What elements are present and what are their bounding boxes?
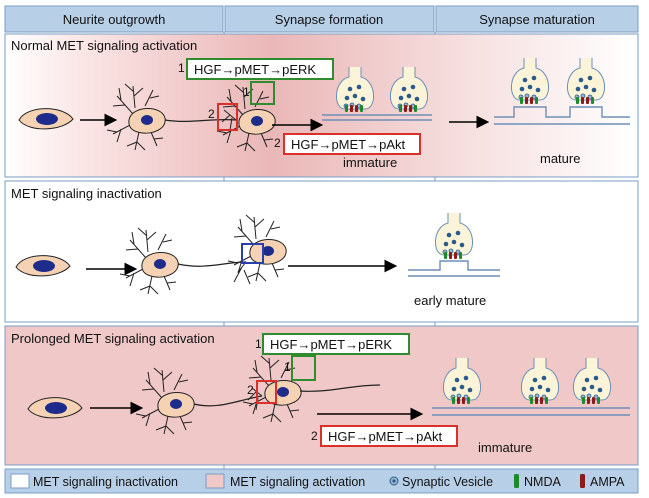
erk-pathway-number: 1 — [178, 61, 185, 75]
legend-nmda: NMDA — [524, 475, 561, 489]
akt-pathway-box — [320, 425, 458, 447]
header-synapse-maturation: Synapse maturation — [479, 12, 595, 27]
panel-inactivation-bg — [4, 180, 639, 323]
axon-terminal — [221, 109, 237, 131]
header-neurite-outgrowth-bg — [4, 5, 224, 33]
label-early-mature: early mature — [414, 293, 486, 308]
nmda-icon — [514, 474, 519, 488]
header-neurite-outgrowth: Neurite outgrowth — [63, 12, 166, 27]
panel-inactivation-title: MET signaling inactivation — [11, 186, 162, 201]
legend-swatch-activation — [205, 473, 225, 489]
header-synapse-formation-bg — [224, 5, 435, 33]
legend-ampa: AMPA — [590, 475, 625, 489]
akt-pathway-number: 2 — [274, 136, 281, 150]
erk-pathway-box — [186, 58, 334, 80]
akt-pathway-text: HGF→pMET→pAkt — [291, 137, 406, 152]
synapses-immature — [432, 357, 630, 416]
box-label-1: 1 — [243, 85, 250, 99]
legend-bg — [4, 468, 639, 494]
legend-vesicle: Synaptic Vesicle — [402, 475, 493, 489]
axon — [164, 119, 237, 122]
axon — [299, 384, 381, 392]
legend-inactivation: MET signaling inactivation — [33, 475, 178, 489]
legend-swatch-inactivation — [10, 473, 30, 489]
red-highlight-box — [217, 103, 238, 131]
panel-normal: Normal MET signaling activation 2 1 1 HG… — [4, 33, 639, 178]
panel-prolonged: Prolonged MET signaling activation 2 1 1… — [4, 325, 639, 466]
column-headers: Neurite outgrowth Synapse formation Syna… — [4, 5, 639, 33]
label-immature: immature — [478, 440, 532, 455]
green-highlight-box — [291, 355, 316, 381]
axon — [193, 395, 263, 407]
box-label-2: 2 — [247, 383, 254, 397]
red-highlight-box — [256, 380, 277, 404]
akt-pathway-number: 2 — [311, 429, 318, 443]
header-synapse-maturation-bg — [435, 5, 639, 33]
legend: MET signaling inactivation MET signaling… — [4, 468, 639, 494]
panel-normal-title: Normal MET signaling activation — [11, 38, 197, 53]
erk-pathway-box — [262, 333, 410, 355]
box-label-1: 1 — [284, 360, 291, 374]
synapses-immature — [322, 66, 432, 121]
label-mature: mature — [540, 151, 580, 166]
synapses-mature — [494, 57, 630, 125]
erk-pathway-number: 1 — [255, 337, 262, 351]
synapse-early-mature — [408, 212, 500, 277]
box-label-2: 2 — [208, 107, 215, 121]
erk-pathway-text: HGF→pMET→pERK — [194, 62, 316, 77]
blue-highlight-box — [241, 243, 264, 264]
ampa-icon — [580, 474, 585, 488]
panel-prolonged-title: Prolonged MET signaling activation — [11, 331, 215, 346]
green-highlight-box — [250, 81, 275, 105]
akt-pathway-text: HGF→pMET→pAkt — [328, 429, 443, 444]
akt-pathway-box — [283, 133, 421, 155]
legend-activation: MET signaling activation — [230, 475, 365, 489]
erk-pathway-text: HGF→pMET→pERK — [270, 337, 392, 352]
panel-inactivation: MET signaling inactivation early mature — [4, 180, 639, 323]
header-synapse-formation: Synapse formation — [275, 12, 383, 27]
label-immature: immature — [343, 155, 397, 170]
vesicle-icon-core — [392, 479, 396, 483]
